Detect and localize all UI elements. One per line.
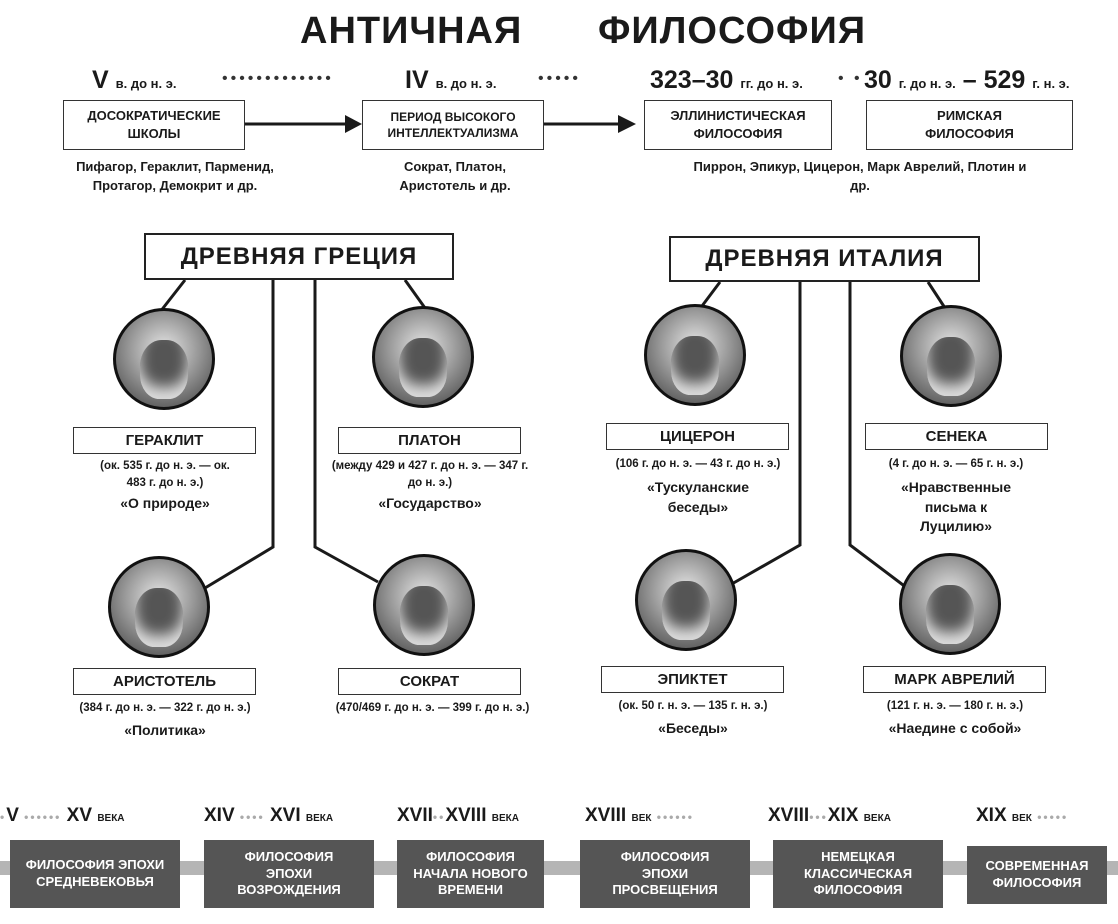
work-aristotle: «Политика» bbox=[124, 722, 206, 738]
period-names: Пиррон, Эпикур, Цицерон, Марк Аврелий, П… bbox=[693, 159, 1027, 193]
portrait-marcus-aurelius bbox=[899, 553, 1001, 655]
era-label: IV в. до н. э. bbox=[405, 66, 497, 94]
work-heraclitus: «О природе» bbox=[120, 495, 210, 511]
dates-heraclitus: (ок. 535 г. до н. э. — ок. 483 г. до н. … bbox=[100, 460, 230, 490]
work-epictetus: «Беседы» bbox=[658, 720, 728, 736]
timeline-dots: ••••• bbox=[538, 70, 582, 87]
name-heraclitus: ГЕРАКЛИТ bbox=[73, 427, 256, 454]
century-range: XVIII•••XIX ВЕКА bbox=[768, 805, 891, 826]
title-word-2: ФИЛОСОФИЯ bbox=[598, 10, 867, 52]
portrait-cicero bbox=[644, 304, 746, 406]
era-label: V в. до н. э. bbox=[92, 66, 177, 94]
name-cicero: ЦИЦЕРОН bbox=[606, 423, 789, 450]
timeline-dots: ••••••••••••• bbox=[222, 70, 334, 87]
name-plato: ПЛАТОН bbox=[338, 427, 521, 454]
work-marcus-aurelius: «Наедине с собой» bbox=[888, 720, 1022, 736]
period-box-presocratic: ДОСОКРАТИЧЕСКИЕ ШКОЛЫ bbox=[63, 100, 245, 150]
dates-epictetus: (ок. 50 г. н. э. — 135 г. н. э.) bbox=[618, 700, 768, 712]
portrait-socrates bbox=[373, 554, 475, 656]
name-epictetus: ЭПИКТЕТ bbox=[601, 666, 784, 693]
period-german-classical: НЕМЕЦКАЯ КЛАССИЧЕСКАЯ ФИЛОСОФИЯ bbox=[773, 840, 943, 908]
century-range: XIX ВЕК ••••• bbox=[976, 805, 1069, 826]
work-seneca: «Нравственные письма к Луцилию» bbox=[901, 479, 1011, 535]
dates-marcus-aurelius: (121 г. н. э. — 180 г. н. э.) bbox=[886, 700, 1024, 712]
work-plato: «Государство» bbox=[378, 495, 482, 511]
century-range: XIV •••• XVI ВЕКА bbox=[204, 805, 334, 826]
period-renaissance: ФИЛОСОФИЯ ЭПОХИ ВОЗРОЖДЕНИЯ bbox=[204, 840, 374, 908]
century-range: XVIII ВЕК •••••• bbox=[585, 805, 694, 826]
century-range: •V •••••• XV ВЕКА bbox=[0, 805, 125, 826]
region-italy: ДРЕВНЯЯ ИТАЛИЯ bbox=[669, 236, 980, 282]
period-enlightenment: ФИЛОСОФИЯ ЭПОХИ ПРОСВЕЩЕНИЯ bbox=[580, 840, 750, 908]
portrait-seneca bbox=[900, 305, 1002, 407]
era-label: 323–30 гг. до н. э. bbox=[650, 66, 803, 94]
title-word-1: АНТИЧНАЯ bbox=[300, 10, 523, 52]
period-medieval: ФИЛОСОФИЯ ЭПОХИ СРЕДНЕВЕКОВЬЯ bbox=[10, 840, 180, 908]
name-aristotle: АРИСТОТЕЛЬ bbox=[73, 668, 256, 695]
name-marcus-aurelius: МАРК АВРЕЛИЙ bbox=[863, 666, 1046, 693]
name-seneca: СЕНЕКА bbox=[865, 423, 1048, 450]
portrait-plato bbox=[372, 306, 474, 408]
era-label: 30 г. до н. э. – 529 г. н. э. bbox=[864, 66, 1070, 94]
portrait-epictetus bbox=[635, 549, 737, 651]
dates-cicero: (106 г. до н. э. — 43 г. до н. э.) bbox=[615, 458, 781, 470]
period-box-hellenistic: ЭЛЛИНИСТИЧЕСКАЯ ФИЛОСОФИЯ bbox=[644, 100, 832, 150]
portrait-heraclitus bbox=[113, 308, 215, 410]
name-socrates: СОКРАТ bbox=[338, 668, 521, 695]
century-range: XVII••XVIII ВЕКА bbox=[397, 805, 519, 826]
dates-socrates: (470/469 г. до н. э. — 399 г. до н. э.) bbox=[335, 702, 530, 714]
timeline-dots: • • bbox=[838, 70, 863, 87]
period-names: Пифагор, Гераклит, Парменид, Протагор, Д… bbox=[76, 159, 274, 193]
region-greece: ДРЕВНЯЯ ГРЕЦИЯ bbox=[144, 233, 454, 280]
portrait-aristotle bbox=[108, 556, 210, 658]
dates-plato: (между 429 и 427 г. до н. э. — 347 г. до… bbox=[331, 460, 529, 490]
period-modern-era: ФИЛОСОФИЯ НАЧАЛА НОВОГО ВРЕМЕНИ bbox=[397, 840, 544, 908]
dates-aristotle: (384 г. до н. э. — 322 г. до н. э.) bbox=[79, 702, 251, 714]
dates-seneca: (4 г. до н. э. — 65 г. н. э.) bbox=[888, 458, 1024, 470]
period-names: Сократ, Платон, Аристотель и др. bbox=[399, 159, 511, 193]
period-box-roman: РИМСКАЯ ФИЛОСОФИЯ bbox=[866, 100, 1073, 150]
period-box-high-intellectualism: ПЕРИОД ВЫСОКОГО ИНТЕЛЛЕКТУАЛИЗМА bbox=[362, 100, 544, 150]
period-contemporary: СОВРЕМЕННАЯ ФИЛОСОФИЯ bbox=[967, 846, 1107, 904]
work-cicero: «Тускуланские беседы» bbox=[647, 479, 749, 515]
